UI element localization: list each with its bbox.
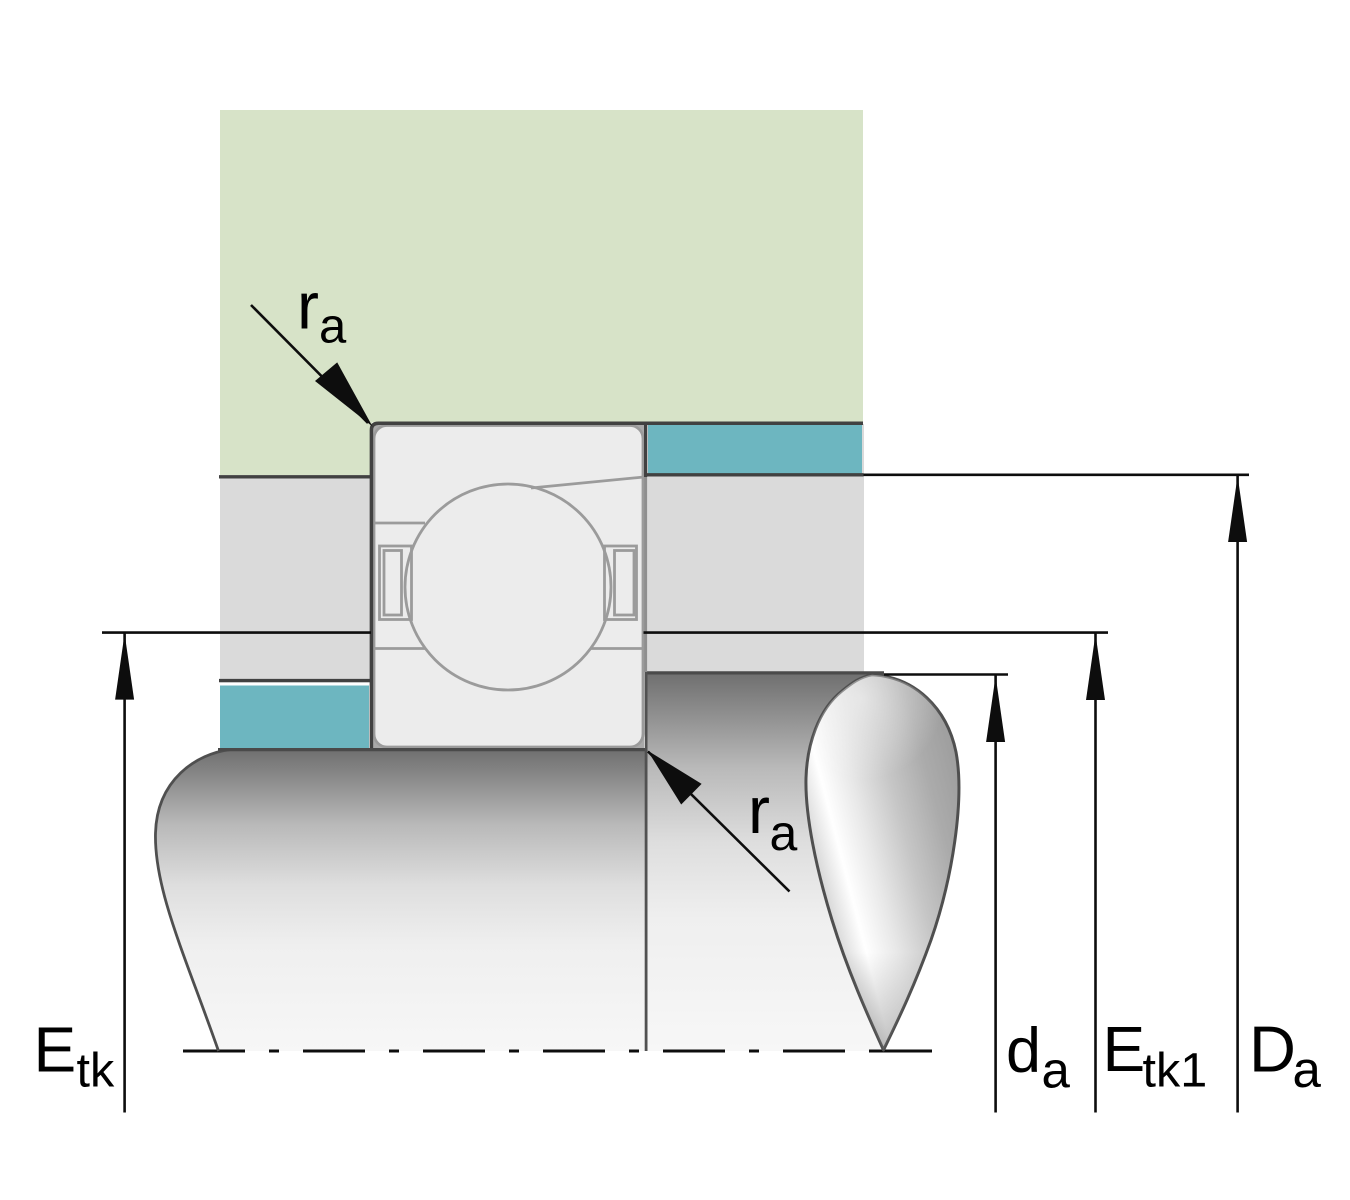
svg-text:D: D: [1249, 1013, 1296, 1086]
svg-text:a: a: [770, 805, 798, 861]
svg-text:tk: tk: [77, 1044, 115, 1098]
svg-text:r: r: [297, 269, 319, 343]
svg-text:r: r: [748, 773, 770, 847]
svg-text:a: a: [1293, 1041, 1322, 1098]
svg-text:E: E: [34, 1014, 77, 1086]
svg-text:a: a: [1042, 1042, 1071, 1099]
svg-text:d: d: [1006, 1016, 1041, 1086]
svg-text:E: E: [1103, 1013, 1146, 1085]
svg-text:a: a: [319, 300, 347, 354]
svg-text:tk1: tk1: [1143, 1044, 1208, 1098]
